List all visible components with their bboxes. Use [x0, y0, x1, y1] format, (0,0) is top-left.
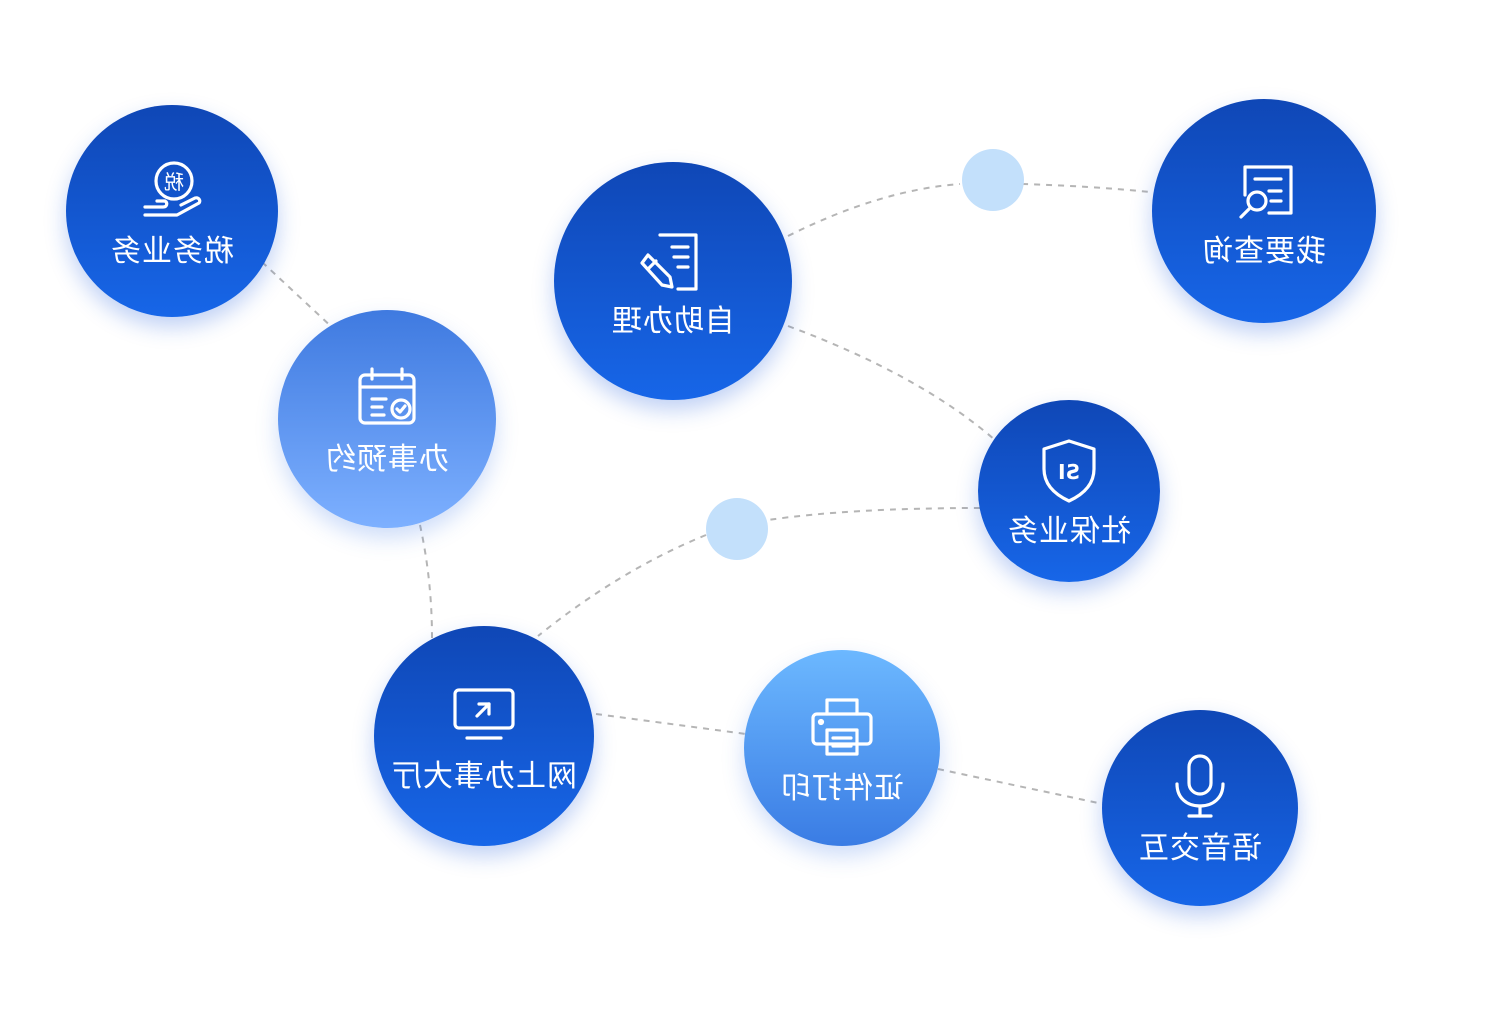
tax-hand-icon: 税: [137, 155, 207, 225]
online-hall-node[interactable]: 网上办事大厅: [374, 626, 594, 846]
node-label: 自助办理: [611, 304, 735, 339]
node-label: 证件打印: [780, 771, 904, 806]
certificate-print-node[interactable]: 证件打印: [744, 650, 940, 846]
calendar-check-icon: [352, 363, 422, 433]
link-dot-online-hall: [537, 534, 707, 637]
node-label: 办事预约: [325, 442, 449, 477]
node-label: 语音交互: [1138, 831, 1262, 866]
link-self-service-dot: [787, 183, 961, 237]
tax-service-node[interactable]: 税 税务业务: [66, 105, 278, 317]
junction-dot: [962, 149, 1024, 211]
search-document-icon: [1229, 155, 1299, 225]
printer-icon: [807, 692, 877, 762]
link-print-voice: [937, 768, 1104, 805]
link-social-dot: [767, 507, 981, 521]
appointment-node[interactable]: 办事预约: [278, 310, 496, 528]
self-service-node[interactable]: 自助办理: [554, 162, 792, 400]
link-dot-query: [1021, 183, 1151, 193]
link-online-hall-print: [595, 713, 747, 735]
shield-badge-text: SI: [1058, 460, 1080, 484]
link-self-service-social: [787, 325, 996, 441]
document-pen-icon: [638, 225, 708, 295]
node-label: 网上办事大厅: [391, 759, 577, 794]
voice-interaction-node[interactable]: 语音交互: [1102, 710, 1298, 906]
query-node[interactable]: 我要查询: [1152, 99, 1376, 323]
monitor-arrow-icon: [449, 680, 519, 750]
node-label: 我要查询: [1202, 234, 1326, 269]
node-label: 税务业务: [110, 234, 234, 269]
shield-si-icon: SI: [1034, 435, 1104, 505]
link-appointment-online-hall: [419, 524, 433, 639]
microphone-icon: [1165, 752, 1235, 822]
tax-badge-text: 税: [164, 170, 184, 194]
link-tax-appointment: [261, 261, 336, 331]
junction-dot: [706, 498, 768, 560]
node-label: 社保业务: [1007, 514, 1131, 549]
social-security-node[interactable]: SI 社保业务: [978, 400, 1160, 582]
